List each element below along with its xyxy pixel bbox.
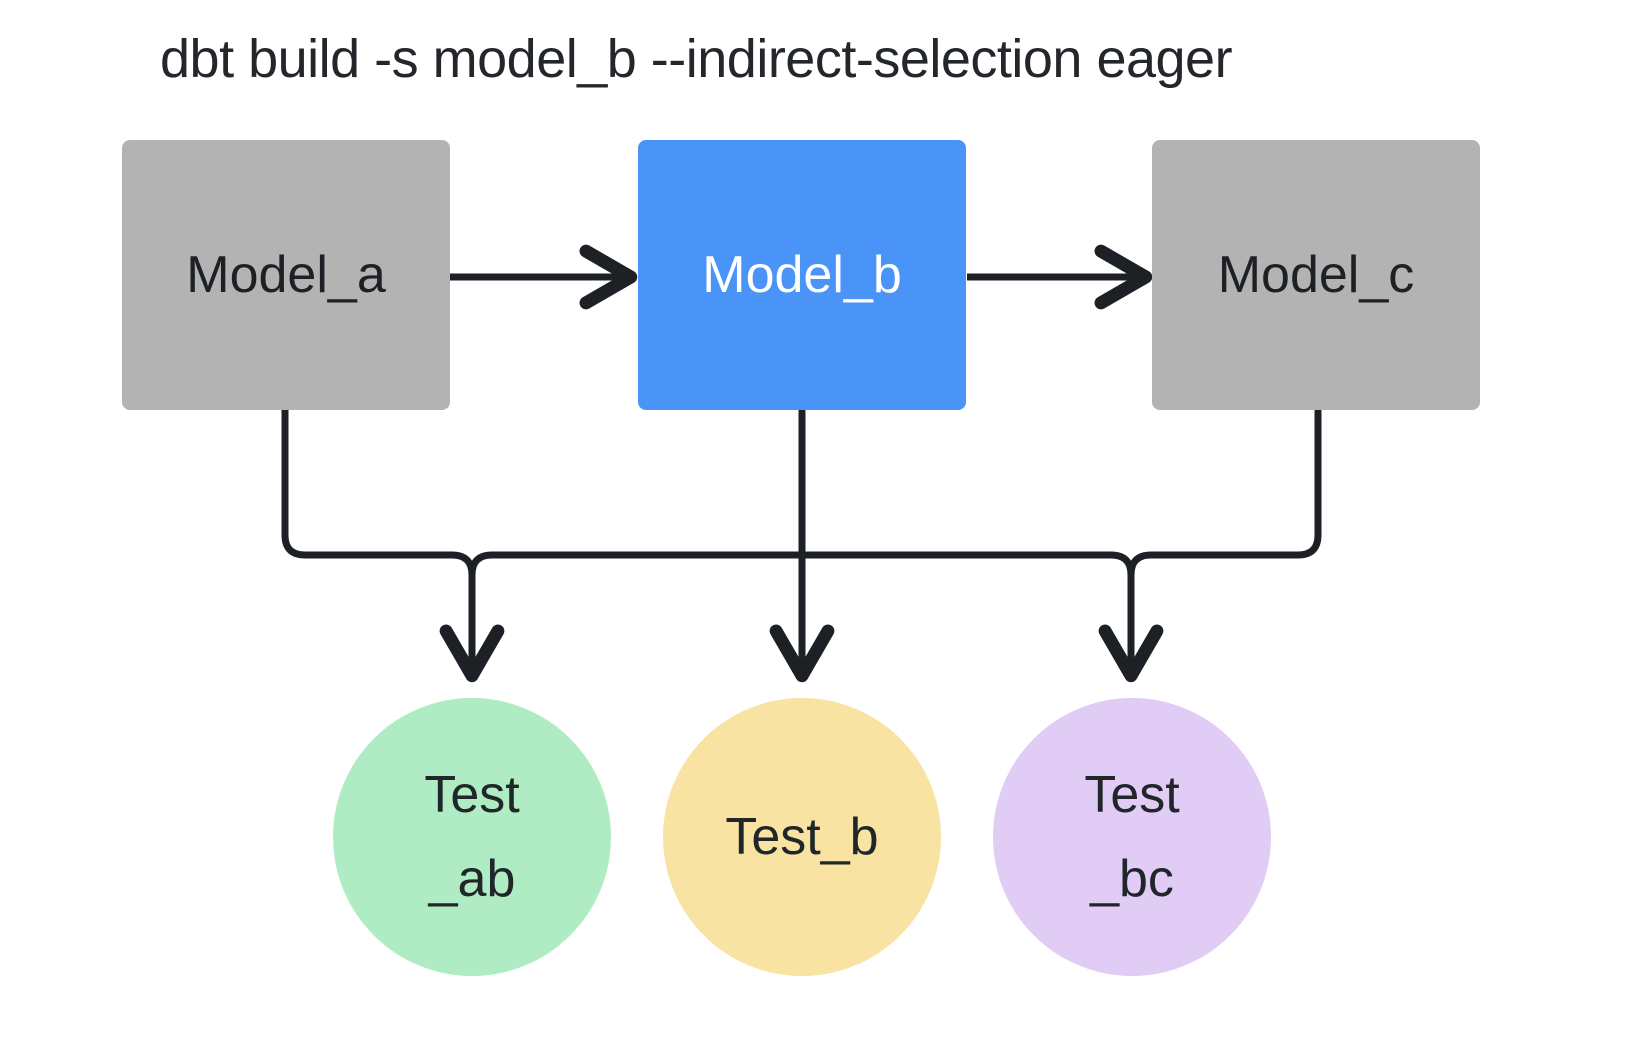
edge-model-c-to-test-bc: [1098, 410, 1322, 683]
node-test-ab[interactable]: Test _ab: [333, 698, 611, 976]
node-model-b[interactable]: Model_b: [638, 140, 966, 410]
edge-model-b-to-test-ab: [468, 551, 802, 576]
node-model-b-label: Model_b: [702, 245, 902, 304]
page-title: dbt build -s model_b --indirect-selectio…: [160, 29, 1233, 89]
node-model-a[interactable]: Model_a: [122, 140, 450, 410]
node-test-ab-label: Test _ab: [424, 765, 520, 908]
node-model-c[interactable]: Model_c: [1152, 140, 1480, 410]
node-model-a-label: Model_a: [186, 245, 386, 304]
node-test-b[interactable]: Test_b: [663, 698, 941, 976]
node-model-c-label: Model_c: [1217, 245, 1415, 304]
edge-model-a-to-test-ab: [281, 410, 505, 683]
node-test-bc[interactable]: Test _bc: [993, 698, 1271, 976]
node-test-bc-label: Test _bc: [1084, 765, 1180, 908]
node-test-b-label: Test_b: [725, 807, 879, 866]
edge-model-b-to-test-bc: [802, 551, 1135, 576]
